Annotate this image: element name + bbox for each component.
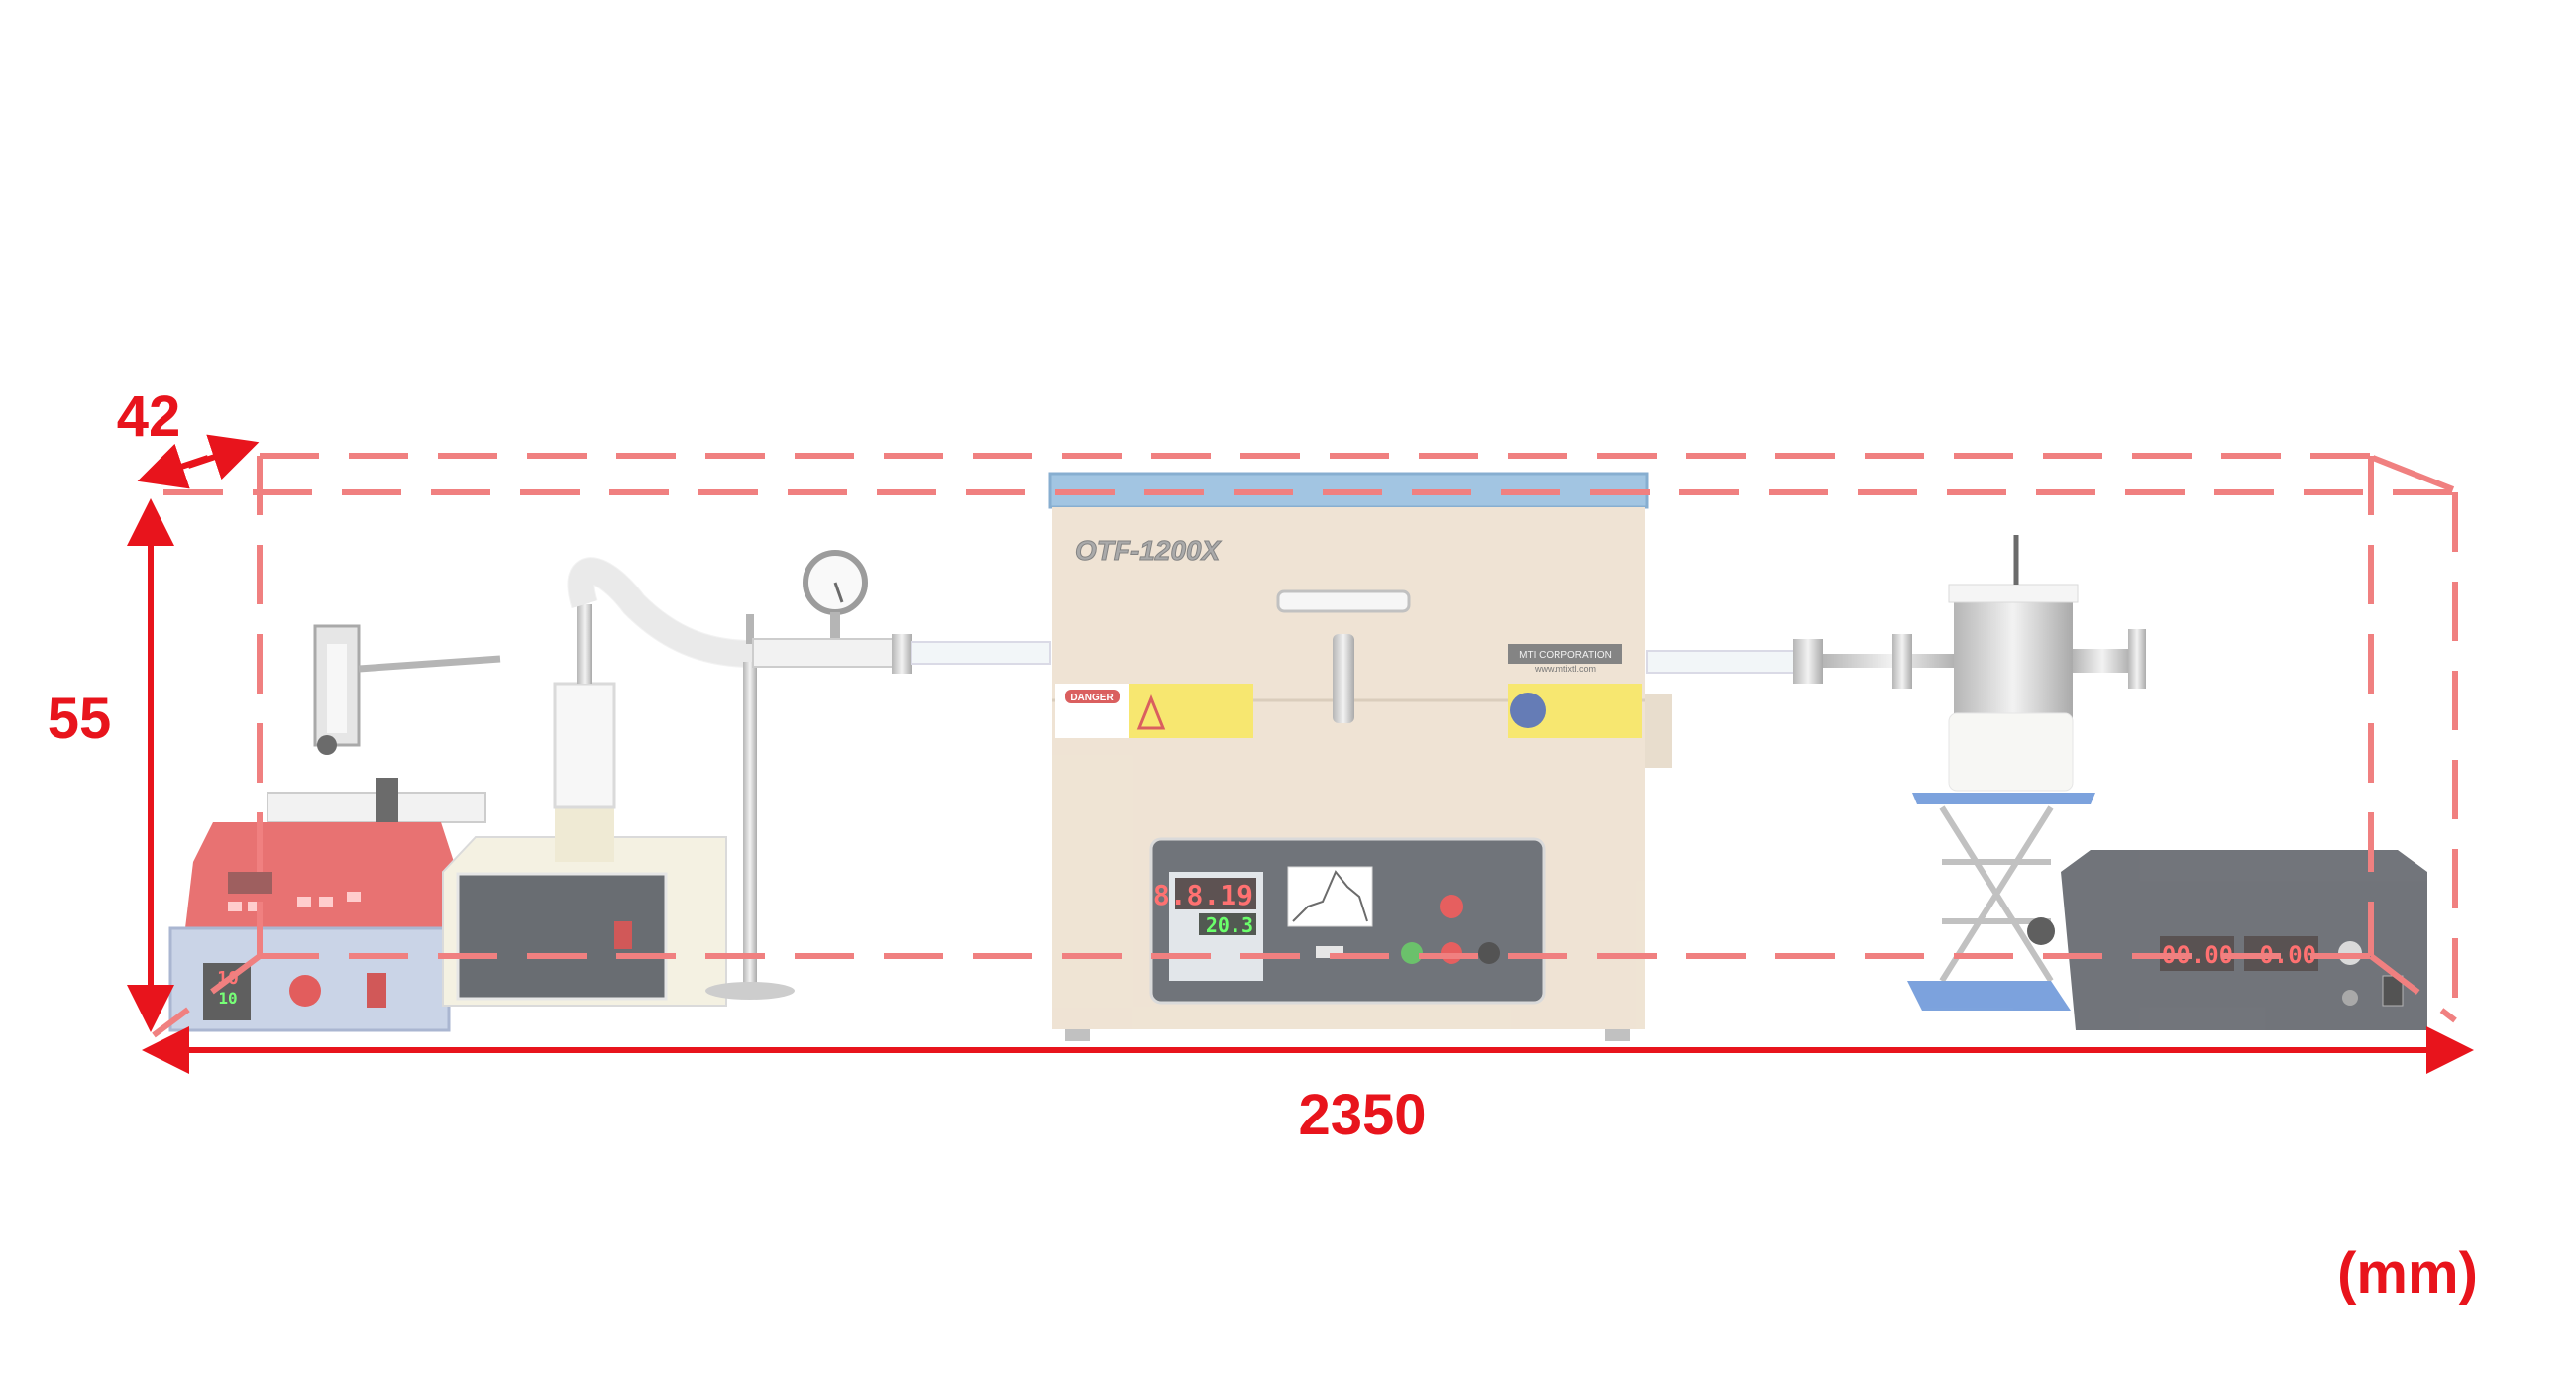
quartz-tube-right <box>1646 650 1796 674</box>
equipment-photo: 10 10 <box>168 472 2427 1041</box>
heater-controller: 10 10 <box>168 926 451 1032</box>
power-supply: 00.00 -0.00 <box>2061 850 2427 1030</box>
quartz-tube-left <box>911 641 1051 665</box>
brand-label: MTI CORPORATION <box>1519 650 1612 661</box>
heater-sv-display: 10 <box>218 989 237 1008</box>
support-stand <box>705 550 1051 1000</box>
height-label: 55 <box>48 687 112 751</box>
furnace-model-label: OTF-1200X <box>1075 535 1223 566</box>
width-label: 2350 <box>1298 1083 1426 1147</box>
danger-label: DANGER <box>1070 693 1114 703</box>
furnace-sv-display: 20.3 <box>1206 913 1253 937</box>
furnace-handle <box>1276 589 1411 613</box>
dimension-arrows <box>127 434 2474 1074</box>
lab-jack <box>1907 793 2095 1011</box>
furnace-pv-display: 8.8.19 <box>1153 879 1253 911</box>
unit-label: (mm) <box>2337 1241 2478 1306</box>
vacuum-vessel-assembly: 00.00 -0.00 <box>1646 535 2427 1030</box>
flowmeter <box>313 624 501 755</box>
syringe-pump <box>185 778 486 928</box>
ultrasonic-unit <box>442 557 754 1007</box>
depth-label: 42 <box>117 384 181 449</box>
website-label: www.mtixtl.com <box>1534 664 1596 674</box>
furnace-latch <box>1333 634 1354 723</box>
